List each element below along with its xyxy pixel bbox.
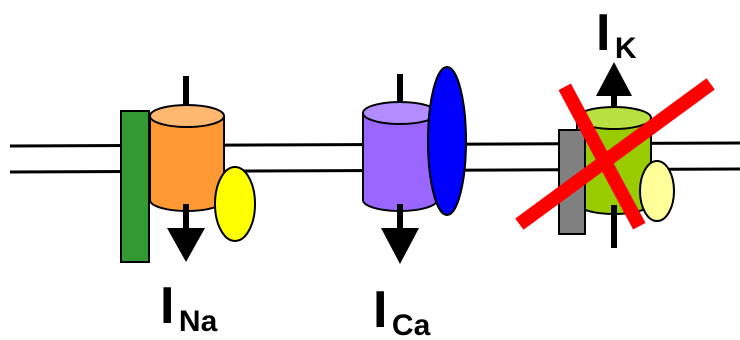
- sodium-channel-group: I Na: [120, 76, 256, 338]
- ca-current-symbol: I: [373, 281, 387, 339]
- calcium-channel-group: I Ca: [362, 66, 467, 340]
- arrow-down-icon-head: [381, 228, 419, 264]
- arrow-up-icon-head: [596, 62, 632, 96]
- ca-auxiliary-subunit: [427, 66, 467, 216]
- ca-current-label: I Ca: [373, 281, 431, 340]
- k-current-subscript: K: [615, 32, 637, 65]
- na-current-symbol: I: [160, 277, 174, 335]
- na-channel-body: [149, 115, 225, 212]
- ca-current-subscript: Ca: [392, 309, 431, 340]
- k-auxiliary-subunit: [639, 160, 675, 222]
- k-current-symbol: I: [596, 4, 610, 62]
- ca-current-arrow: [381, 204, 419, 264]
- ca-channel-cylinder: [362, 101, 438, 212]
- na-current-label: I Na: [160, 277, 218, 338]
- na-anchor-protein: [120, 110, 150, 263]
- arrow-down-icon-head: [167, 228, 205, 262]
- na-beta-subunit: [214, 166, 256, 242]
- k-current-label: I K: [596, 4, 637, 65]
- ca-channel-body: [362, 112, 438, 212]
- red-x-icon: [515, 78, 715, 230]
- potassium-channel-group: I K: [515, 4, 715, 248]
- block-cross-stroke-2: [515, 78, 715, 230]
- na-channel-top: [149, 104, 225, 128]
- ca-channel-top: [362, 101, 438, 125]
- na-channel-cylinder: [149, 104, 225, 212]
- na-current-arrow: [167, 204, 205, 262]
- na-current-subscript: Na: [179, 305, 218, 338]
